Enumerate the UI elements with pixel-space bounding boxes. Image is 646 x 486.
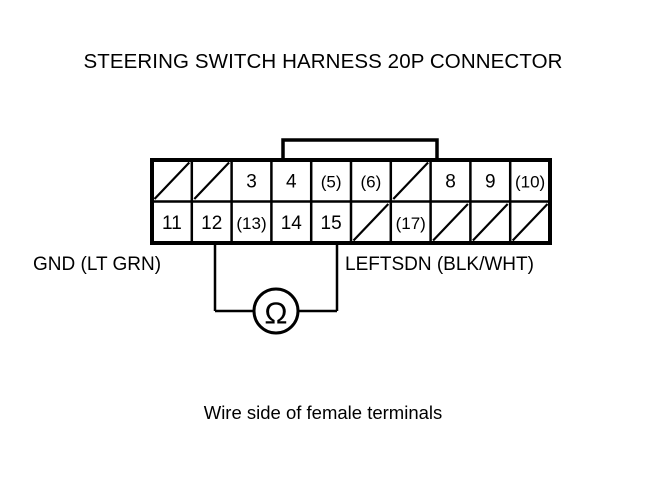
wire-label-leftsdn: LEFTSDN (BLK/WHT) bbox=[345, 254, 534, 275]
terminal-number: 12 bbox=[201, 213, 222, 234]
unused-cavity-slash-icon bbox=[511, 203, 549, 242]
unused-cavity-slash-icon bbox=[392, 161, 429, 200]
connector-locking-tab bbox=[281, 138, 439, 160]
terminal-number: 9 bbox=[485, 171, 496, 192]
terminal-number: (6) bbox=[361, 172, 382, 191]
terminal-number: 14 bbox=[281, 213, 303, 234]
wire-label-ground: GND (LT GRN) bbox=[33, 254, 162, 275]
terminal-number: 4 bbox=[286, 171, 297, 192]
terminal-number: 11 bbox=[162, 213, 182, 234]
ohm-symbol: Ω bbox=[264, 296, 287, 331]
terminal-number: (5) bbox=[321, 172, 342, 191]
terminal-grid: 3 4 (5) (6) 8 9 (10) 11 12 (13) 14 15 (17) bbox=[152, 160, 550, 243]
unused-cavity-slash-icon bbox=[153, 161, 191, 200]
unused-cavity-slash-icon bbox=[432, 203, 469, 242]
terminal-number: (10) bbox=[515, 172, 545, 191]
unused-cavity-slash-icon bbox=[193, 161, 230, 200]
unused-cavity-slash-icon bbox=[472, 203, 509, 242]
terminal-number: 8 bbox=[445, 171, 456, 192]
terminal-number: 15 bbox=[321, 213, 342, 234]
diagram-title: STEERING SWITCH HARNESS 20P CONNECTOR bbox=[83, 50, 563, 73]
meter-lead-wires bbox=[213, 243, 339, 313]
unused-cavity-slash-icon bbox=[352, 203, 390, 242]
diagram-caption: Wire side of female terminals bbox=[203, 402, 443, 423]
ohmmeter-circle bbox=[252, 287, 300, 335]
terminal-number: 3 bbox=[246, 171, 257, 192]
terminal-number: (13) bbox=[236, 214, 266, 233]
terminal-number: (17) bbox=[396, 214, 426, 233]
